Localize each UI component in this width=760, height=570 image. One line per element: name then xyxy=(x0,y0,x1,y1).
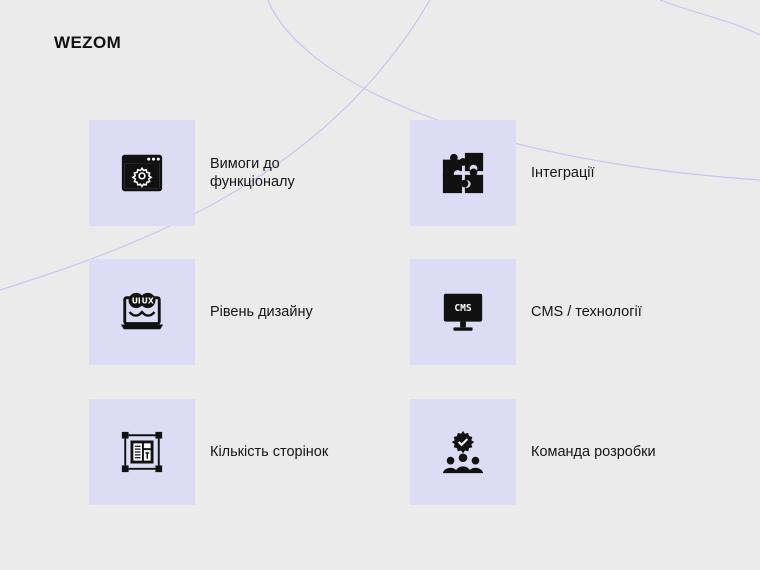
logo-text: WEZOM xyxy=(54,33,122,52)
page-layout-icon xyxy=(121,431,163,473)
feature-label: Кількість сторінок xyxy=(210,444,329,460)
svg-text:UX: UX xyxy=(142,296,154,305)
feature-design-level: UI UX Рівень дизайну xyxy=(89,259,380,365)
brand-logo[interactable]: WEZOM xyxy=(54,33,121,53)
feature-integrations: Інтеграції xyxy=(410,120,701,226)
svg-text:CMS: CMS xyxy=(454,303,472,314)
ui-ux-laptop-icon: UI UX xyxy=(120,292,164,330)
cms-monitor-icon: CMS xyxy=(443,293,483,331)
feature-label: Інтеграції xyxy=(531,165,595,181)
feature-label: CMS / технології xyxy=(531,304,642,320)
feature-label: Вимоги до функціоналу xyxy=(210,156,295,190)
feature-page-count: Кількість сторінок xyxy=(89,399,380,505)
feature-label: Команда розробки xyxy=(531,444,656,460)
feature-tile xyxy=(410,120,516,226)
feature-tile xyxy=(89,120,195,226)
feature-tile xyxy=(410,399,516,505)
feature-tile xyxy=(89,399,195,505)
feature-cms-technologies: CMS CMS / технології xyxy=(410,259,701,365)
puzzle-icon xyxy=(442,152,484,194)
feature-development-team: Команда розробки xyxy=(410,399,701,505)
feature-label: Рівень дизайну xyxy=(210,304,313,320)
svg-text:UI: UI xyxy=(132,296,141,305)
feature-tile: CMS xyxy=(410,259,516,365)
feature-tile: UI UX xyxy=(89,259,195,365)
team-gear-icon xyxy=(442,430,484,474)
feature-functional-requirements: Вимоги до функціоналу xyxy=(89,120,380,226)
browser-settings-icon xyxy=(121,154,163,192)
